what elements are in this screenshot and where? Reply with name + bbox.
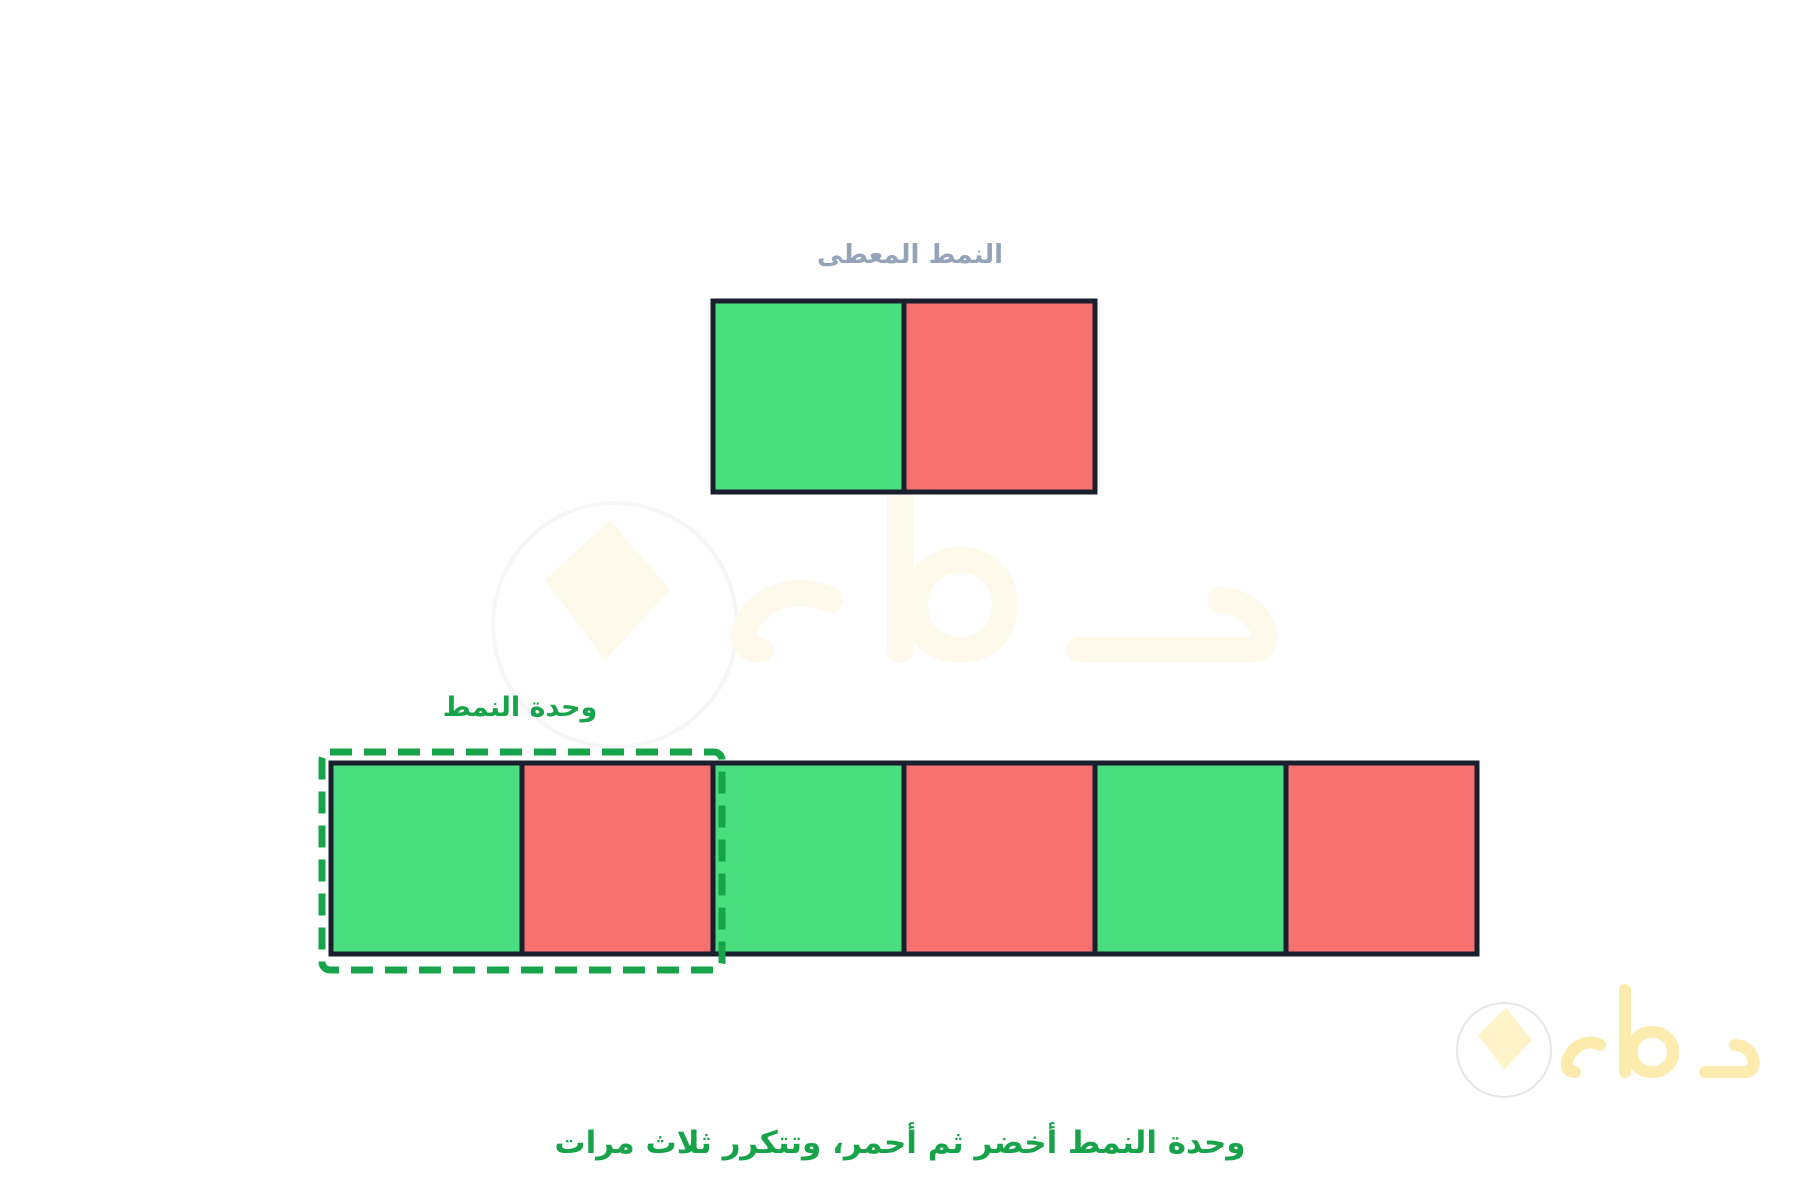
pattern-unit-label: وحدة النمط	[442, 692, 598, 723]
watermark-center	[491, 457, 1278, 749]
extended-pattern	[328, 760, 1480, 957]
extended-pattern-square-3-green	[710, 760, 907, 957]
book-icon	[545, 520, 670, 660]
given-pattern-square-1-green	[710, 298, 907, 495]
extended-pattern-square-1-green	[328, 760, 525, 957]
extended-pattern-square-6-red	[1283, 760, 1480, 957]
extended-pattern-square-5-green	[1092, 760, 1289, 957]
given-pattern-label: النمط المعطى	[816, 240, 1004, 270]
caption: وحدة النمط أخضر ثم أحمر، وتتكرر ثلاث مرا…	[554, 1125, 1246, 1161]
pattern-unit-highlight	[318, 748, 726, 974]
book-icon	[1478, 1008, 1532, 1070]
extended-pattern-square-2-red	[519, 760, 716, 957]
given-pattern	[710, 298, 1098, 495]
watermark-logo	[1456, 984, 1760, 1098]
pattern-unit-dashed-frame	[318, 748, 726, 974]
given-pattern-square-2-red	[901, 298, 1098, 495]
extended-pattern-square-4-red	[901, 760, 1098, 957]
